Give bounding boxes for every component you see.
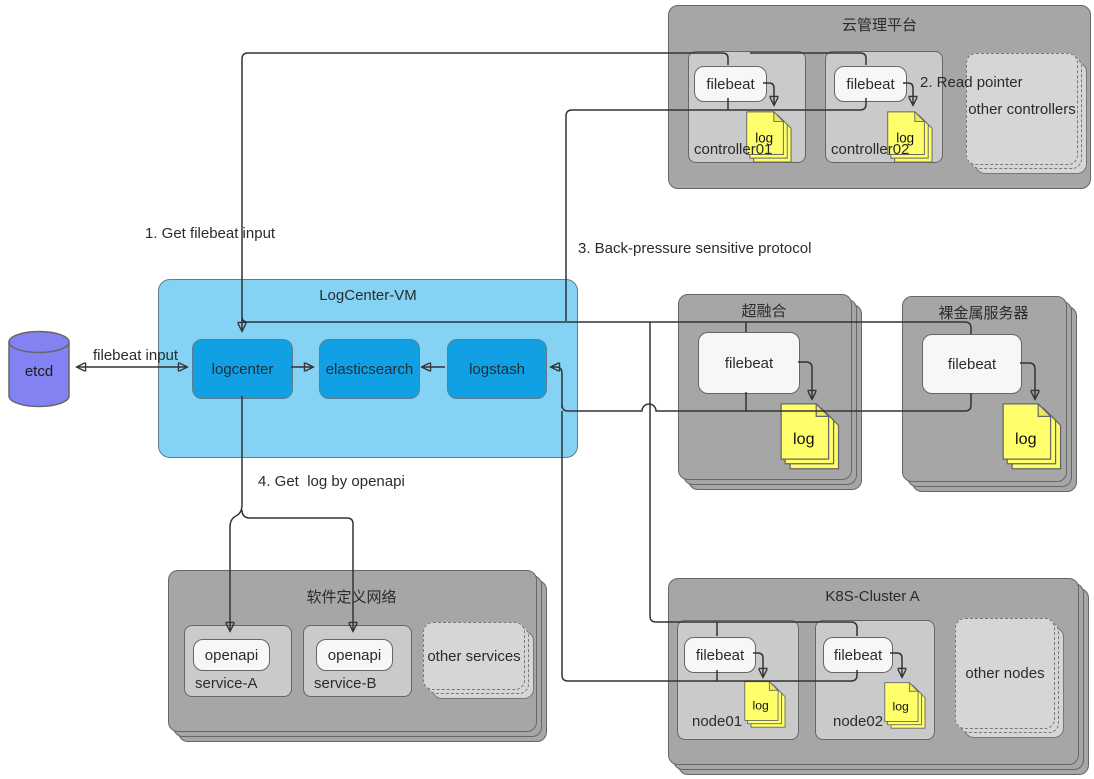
logcenter-vm-title: LogCenter-VM: [319, 287, 417, 304]
other-nodes-box: other nodes: [955, 618, 1064, 738]
node02-filebeat: filebeat: [823, 637, 893, 673]
step2-label: 2. Read pointer: [920, 74, 1023, 91]
svg-text:log: log: [793, 430, 815, 448]
step3-label: 3. Back-pressure sensitive protocol: [578, 240, 812, 257]
elasticsearch-box: elasticsearch: [319, 339, 420, 399]
filebeat-input-label: filebeat input: [93, 347, 179, 364]
k8s-title: K8S-Cluster A: [825, 588, 920, 605]
service-b-box: openapi service-B: [303, 625, 412, 697]
controller02-box: filebeat log controller02: [825, 51, 943, 163]
bare-metal-filebeat: filebeat: [922, 334, 1022, 394]
node01-log-icon: log: [744, 681, 786, 728]
service-b-label: service-B: [314, 675, 377, 692]
hyper-converged-box: 超融合 filebeat log: [678, 294, 862, 490]
logstash-box: logstash: [447, 339, 547, 399]
controller01-label: controller01: [694, 141, 773, 158]
cloud-platform-title: 云管理平台: [841, 17, 917, 34]
other-nodes-label: other nodes: [965, 665, 1045, 682]
hyper-converged-filebeat: filebeat: [698, 332, 800, 394]
bare-metal-log-icon: log: [1002, 403, 1062, 470]
controller01-box: filebeat log controller01: [688, 51, 806, 163]
node02-log-icon: log: [884, 682, 926, 729]
bare-metal-box: 裸金属服务器 filebeat log: [902, 296, 1077, 492]
step4-label: 4. Get log by openapi: [258, 473, 405, 490]
service-b-openapi: openapi: [316, 639, 393, 671]
controller02-label: controller02: [831, 141, 910, 158]
hyper-converged-title: 超融合: [741, 303, 787, 320]
controller02-log-icon: log: [887, 111, 933, 163]
node01-label: node01: [692, 713, 743, 730]
logcenter-vm-box: LogCenter-VM logcenter elasticsearch log…: [158, 279, 578, 458]
svg-text:log: log: [893, 700, 909, 714]
svg-text:etcd: etcd: [25, 363, 53, 380]
service-a-openapi: openapi: [193, 639, 270, 671]
step1-label: 1. Get filebeat input: [145, 225, 276, 242]
service-a-label: service-A: [195, 675, 258, 692]
svg-text:log: log: [1015, 430, 1037, 448]
svg-text:log: log: [753, 699, 769, 713]
bare-metal-title: 裸金属服务器: [938, 305, 1029, 322]
node02-box: filebeat log node02: [815, 620, 935, 740]
service-a-box: openapi service-A: [184, 625, 292, 697]
node01-box: filebeat log node01: [677, 620, 799, 740]
k8s-cluster-box: K8S-Cluster A filebeat log node01 filebe…: [668, 578, 1089, 775]
svg-text:log: log: [896, 131, 914, 146]
other-services-label: other services: [427, 647, 521, 665]
logcenter-box: logcenter: [192, 339, 293, 399]
other-nodes-front: other nodes: [955, 618, 1055, 729]
other-services-front: other services: [423, 622, 525, 690]
other-controllers-box: other controllers: [966, 53, 1087, 174]
controller01-filebeat: filebeat: [694, 66, 767, 102]
node01-filebeat: filebeat: [684, 637, 756, 673]
node02-label: node02: [833, 713, 884, 730]
etcd-database-icon: etcd: [8, 330, 70, 408]
other-controllers-label: other controllers: [968, 100, 1076, 118]
hyper-converged-log-icon: log: [780, 403, 840, 470]
cloud-platform-box: 云管理平台 filebeat log controller01 filebeat: [668, 5, 1091, 189]
other-controllers-front: other controllers: [966, 53, 1078, 165]
controller02-filebeat: filebeat: [834, 66, 907, 102]
other-services-box: other services: [423, 622, 534, 699]
sdn-title: 软件定义网络: [306, 589, 397, 606]
sdn-box: 软件定义网络 openapi service-A openapi service…: [168, 570, 547, 742]
